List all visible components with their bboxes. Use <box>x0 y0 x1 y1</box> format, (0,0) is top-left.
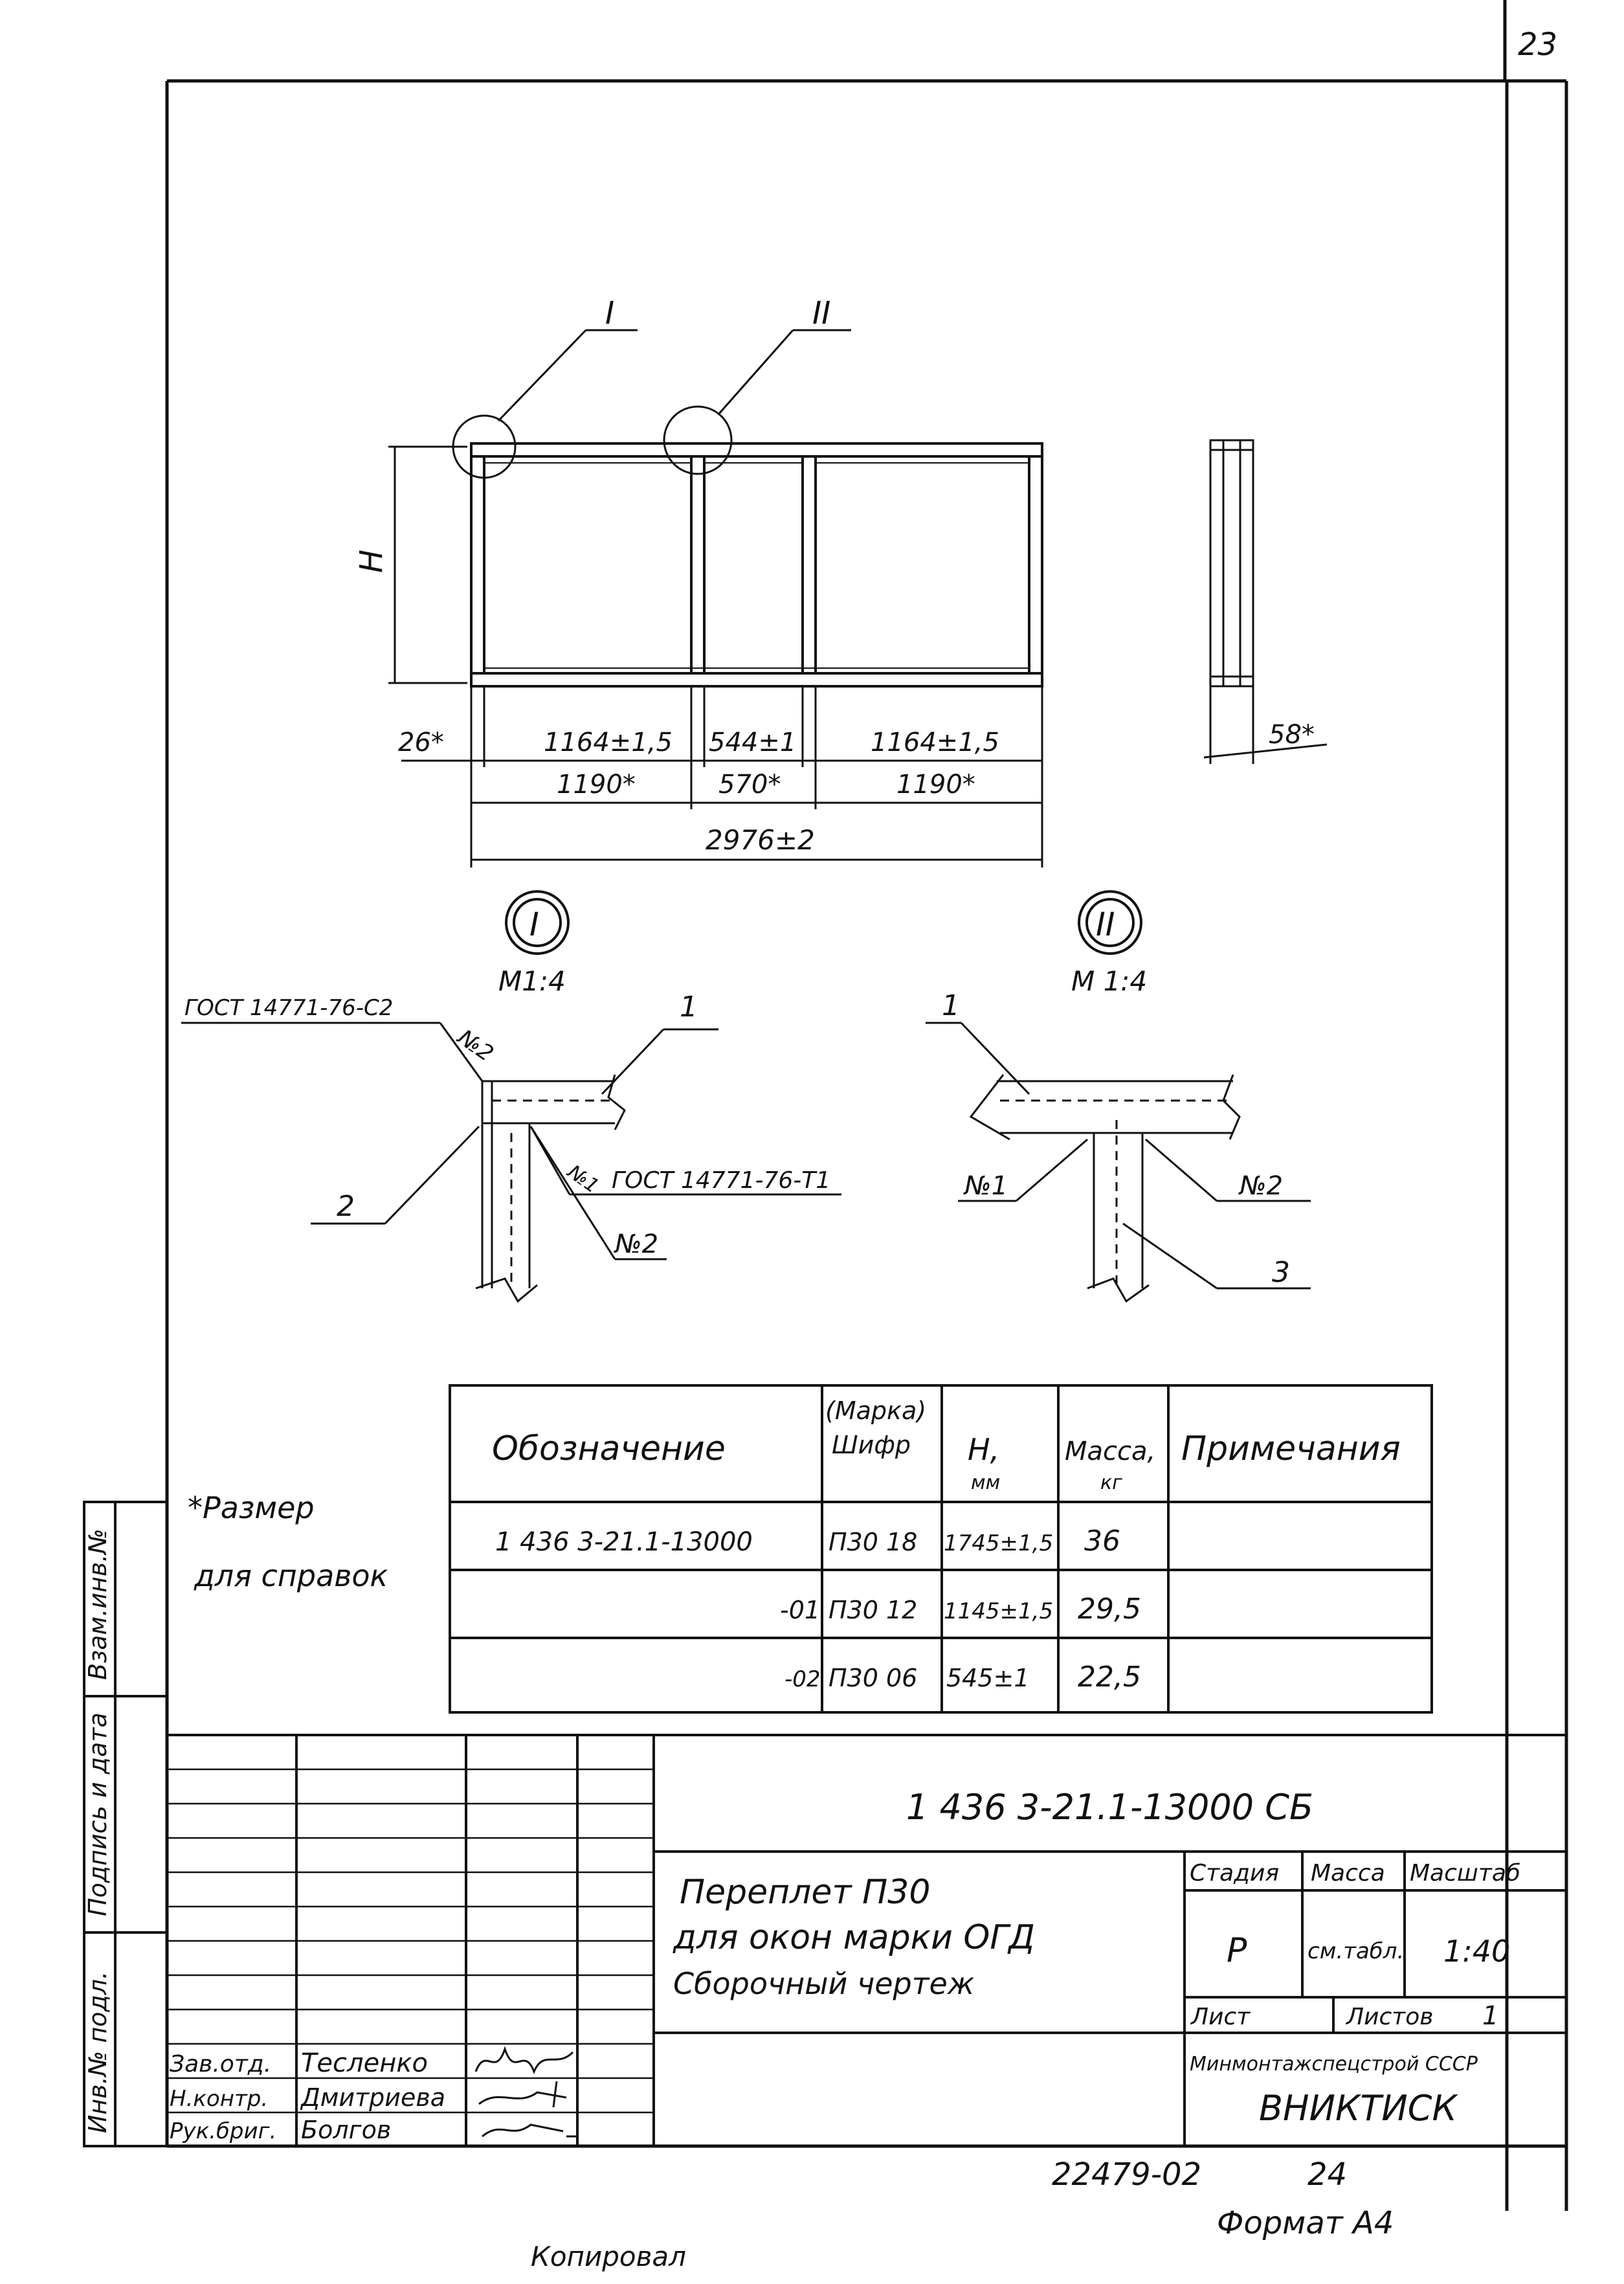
page-number: 23 <box>1518 27 1557 63</box>
scale-header: Масштаб <box>1410 1860 1520 1887</box>
footnote-line-2: для справок <box>194 1558 388 1593</box>
spec-table: Обозначение (Марка) Шифр Н, мм Масса, кг… <box>449 1384 1433 1714</box>
spec-row-2-mass: 29,5 <box>1078 1593 1141 1626</box>
title-line-1: Переплет П30 <box>680 1873 930 1912</box>
spec-row-2-designation: -01 <box>780 1596 820 1624</box>
detail-2-part-1: 1 <box>942 989 960 1022</box>
org-line-1: Минмонтажспецстрой СССР <box>1190 2053 1478 2076</box>
inventory-number: 22479-02 <box>1052 2156 1201 2193</box>
side-stamp-inv-orig: Инв.№ подл. <box>83 1971 112 2133</box>
signer-3-role: Рук.бриг. <box>170 2118 276 2144</box>
spec-header-notes: Примечания <box>1181 1429 1401 1468</box>
signer-2-name: Дмитриева <box>300 2083 445 2112</box>
side-stamp-signature-date: Подпись и дата <box>83 1712 112 1916</box>
dim-top-right: 1164±1,5 <box>871 728 999 757</box>
dim-mid-right: 1190* <box>896 770 975 800</box>
doc-code: 1 436 3-21.1-13000 СБ <box>906 1787 1313 1828</box>
spec-row-3-designation: -02 <box>784 1666 821 1692</box>
title-line-2: для окон марки ОГД <box>673 1918 1035 1957</box>
detail-1-mark <box>505 890 570 955</box>
detail-1-part-1: 1 <box>680 991 698 1024</box>
detail-1-part-2: 2 <box>337 1190 355 1223</box>
spec-row-2-h: 1145±1,5 <box>944 1598 1053 1624</box>
spec-header-mark-2: Шифр <box>832 1431 911 1459</box>
signer-1-role: Зав.отд. <box>170 2051 271 2077</box>
spec-row-3-mass: 22,5 <box>1078 1661 1141 1694</box>
detail-2-part-3: 3 <box>1272 1256 1290 1289</box>
horizontal-dimensions <box>401 686 1043 868</box>
inventory-sheet: 24 <box>1307 2156 1347 2193</box>
mass-value: см.табл. <box>1307 1938 1404 1964</box>
copied-by: Копировал <box>531 2241 686 2272</box>
detail-2-scale: М 1:4 <box>1071 965 1147 997</box>
sash-elevation <box>470 442 1043 688</box>
detail-callouts <box>452 329 851 479</box>
detail-1-weld-top-std: ГОСТ 14771-76-С2 <box>184 995 393 1021</box>
callout-label-detail-2: II <box>812 295 830 331</box>
dim-depth: 58* <box>1269 720 1315 750</box>
table-row: -01 П30 12 1145±1,5 29,5 <box>780 1593 1141 1626</box>
stage-header: Стадия <box>1190 1860 1279 1887</box>
table-row: -02 П30 06 545±1 22,5 <box>784 1661 1141 1694</box>
callout-label-detail-1: I <box>605 295 614 331</box>
org-line-2: ВНИКТИСК <box>1259 2088 1458 2129</box>
spec-row-1-designation: 1 436 3-21.1-13000 <box>495 1527 753 1557</box>
detail-1-weld-mid-std: ГОСТ 14771-76-Т1 <box>612 1167 830 1194</box>
signer-3-name: Болгов <box>301 2116 391 2144</box>
detail-2-drawing <box>926 1022 1311 1303</box>
detail-2-mark-label: II <box>1096 906 1115 943</box>
format-label: Формат А4 <box>1217 2205 1394 2241</box>
title-block: 1 436 3-21.1-13000 СБ Переплет П30 для о… <box>166 1734 1568 2147</box>
dim-mid-mid: 570* <box>718 770 781 800</box>
spec-row-1-mark: П30 18 <box>829 1528 917 1556</box>
mass-header: Масса <box>1311 1860 1385 1887</box>
spec-header-designation: Обозначение <box>492 1429 726 1468</box>
signer-2-role: Н.контр. <box>170 2086 268 2112</box>
spec-header-mass-1: Масса, <box>1065 1437 1155 1466</box>
title-line-3: Сборочный чертеж <box>673 1966 975 2001</box>
detail-1-mark-label: I <box>529 906 539 943</box>
side-stamp: Инв.№ подл. Подпись и дата Взам.инв.№ <box>83 1501 168 2147</box>
scale-value: 1:40 <box>1443 1934 1510 1969</box>
height-dimension <box>388 445 467 684</box>
spec-row-1-h: 1745±1,5 <box>944 1530 1053 1556</box>
side-section-view <box>1203 439 1328 764</box>
sheets-value: 1 <box>1482 2001 1498 2031</box>
footnote-line-1: *Размер <box>188 1490 315 1525</box>
dim-mid-left: 1190* <box>557 770 636 800</box>
table-row: 1 436 3-21.1-13000 П30 18 1745±1,5 36 <box>495 1525 1120 1558</box>
dim-left-offset: 26* <box>398 728 444 757</box>
spec-row-2-mark: П30 12 <box>829 1596 917 1624</box>
dim-top-left: 1164±1,5 <box>544 728 673 757</box>
dim-top-mid: 544±1 <box>709 728 796 757</box>
detail-1-drawing <box>181 1022 841 1303</box>
side-stamp-replacing-inv: Взам.инв.№ <box>83 1528 112 1680</box>
sheets-label: Листов <box>1345 2004 1433 2030</box>
spec-header-h-1: Н, <box>968 1432 999 1467</box>
detail-2-weld-right: №2 <box>1238 1171 1283 1201</box>
detail-1-scale: М1:4 <box>498 965 566 997</box>
spec-row-3-h: 545±1 <box>946 1664 1030 1692</box>
dim-total: 2976±2 <box>706 824 815 856</box>
spec-header-mark-1: (Марка) <box>825 1396 926 1425</box>
spec-header-mass-2: кг <box>1100 1472 1122 1494</box>
detail-2-mark <box>1078 890 1142 955</box>
stage-value: Р <box>1227 1931 1247 1970</box>
spec-row-3-mark: П30 06 <box>829 1664 917 1692</box>
signer-1-name: Тесленко <box>301 2048 428 2078</box>
spec-row-1-mass: 36 <box>1084 1525 1120 1558</box>
detail-1-weld-top-no: №2 <box>452 1024 498 1067</box>
height-dimension-label: H <box>353 550 390 573</box>
sheet-label: Лист <box>1190 2004 1251 2030</box>
detail-1-weld-bottom-no: №2 <box>614 1229 658 1259</box>
spec-header-h-2: мм <box>971 1472 1000 1494</box>
detail-2-weld-left: №1 <box>963 1171 1008 1201</box>
signatures <box>474 2046 576 2138</box>
